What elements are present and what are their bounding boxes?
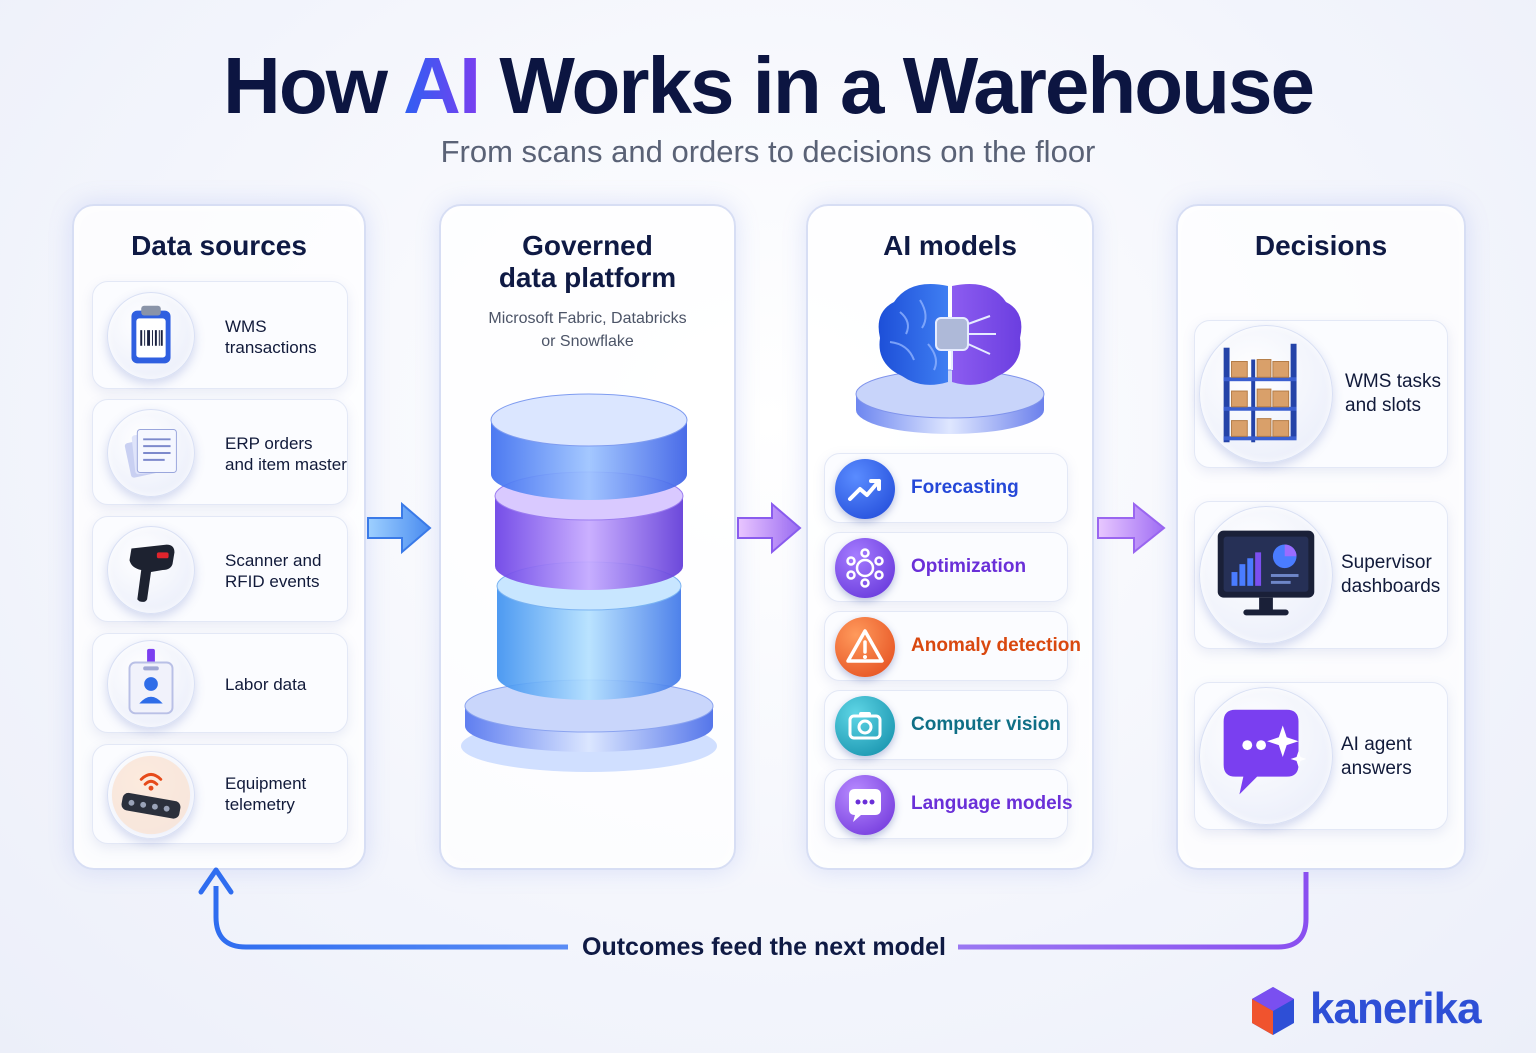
kanerika-logo-icon <box>1252 987 1294 1035</box>
model-label-optimization: Optimization <box>911 556 1027 577</box>
model-label-anomaly: Anomaly detection <box>911 635 1081 656</box>
flow-arrow-2 <box>737 501 802 555</box>
barcode-scanner-icon <box>107 526 195 614</box>
decision-card-dashboards: Supervisor dashboards <box>1194 501 1448 649</box>
title-suffix: Works in a Warehouse <box>479 41 1315 130</box>
decision-card-agent: AI agent answers <box>1194 682 1448 830</box>
data-sources-panel: Data sources WMS transactions <box>72 204 366 870</box>
page-title: How AI Works in a Warehouse <box>0 40 1536 132</box>
model-card-optimization: Optimization <box>824 532 1068 602</box>
decision-label-agent: AI agent answers <box>1341 734 1412 779</box>
platform-note-line1: Microsoft Fabric, Databricks <box>488 310 687 327</box>
data-source-card-labor: Labor data <box>92 633 348 733</box>
data-platform-panel: Governed data platform Microsoft Fabric,… <box>439 204 736 870</box>
brain-chip-icon <box>855 284 1045 434</box>
model-card-vision: Computer vision <box>824 690 1068 760</box>
data-source-card-erp: ERP orders and item master <box>92 399 348 505</box>
decision-label-wms: WMS tasks and slots <box>1345 371 1442 416</box>
platform-title-line2: data platform <box>498 262 677 293</box>
warehouse-shelves-icon <box>1199 325 1333 463</box>
flow-arrow-1 <box>367 501 432 555</box>
decision-label-dashboards: Supervisor dashboards <box>1341 552 1441 597</box>
brand-name: kanerika <box>1310 984 1482 1033</box>
network-nodes-icon <box>835 538 895 598</box>
ai-models-panel: AI models Forecasting Optimization <box>806 204 1094 870</box>
flow-arrow-3 <box>1097 501 1166 555</box>
data-source-label-scanner: Scanner and RFID events <box>225 551 322 591</box>
title-ai-highlight: AI <box>403 41 481 130</box>
feedback-loop-label: Outcomes feed the next model <box>582 933 946 961</box>
telemetry-sensor-icon <box>107 751 195 839</box>
platform-title-line1: Governed <box>522 230 653 261</box>
clipboard-barcode-icon <box>107 292 195 380</box>
decisions-panel: Decisions WMS tasks and slots <box>1176 204 1466 870</box>
warning-triangle-icon <box>835 617 895 677</box>
id-badge-icon <box>107 640 195 728</box>
data-source-label-erp: ERP orders and item master <box>225 434 347 474</box>
decision-card-wms: WMS tasks and slots <box>1194 320 1448 468</box>
model-label-language: Language models <box>911 793 1073 814</box>
model-label-forecasting: Forecasting <box>911 477 1019 498</box>
data-source-card-scanner: Scanner and RFID events <box>92 516 348 622</box>
ai-models-title: AI models <box>883 230 1017 261</box>
data-source-card-wms: WMS transactions <box>92 281 348 389</box>
monitor-dashboard-icon <box>1199 506 1333 644</box>
data-source-label-labor: Labor data <box>225 675 307 694</box>
platform-note-line2: or Snowflake <box>541 333 634 350</box>
documents-icon <box>107 409 195 497</box>
model-card-language: Language models <box>824 769 1073 839</box>
model-card-forecasting: Forecasting <box>824 453 1068 523</box>
model-label-vision: Computer vision <box>911 714 1061 735</box>
chat-bubble-icon <box>835 775 895 835</box>
data-sources-title: Data sources <box>131 230 307 261</box>
title-prefix: How <box>223 41 404 130</box>
model-card-anomaly: Anomaly detection <box>824 611 1081 681</box>
camera-icon <box>835 696 895 756</box>
page-subtitle: From scans and orders to decisions on th… <box>440 134 1096 169</box>
database-stack-icon <box>461 393 717 772</box>
data-source-label-wms: WMS transactions <box>225 317 317 357</box>
trend-up-icon <box>835 459 895 519</box>
data-source-card-telemetry: Equipment telemetry <box>92 744 348 844</box>
data-source-label-telemetry: Equipment telemetry <box>225 774 307 814</box>
decisions-title: Decisions <box>1254 230 1388 261</box>
ai-chat-sparkle-icon <box>1199 687 1333 825</box>
